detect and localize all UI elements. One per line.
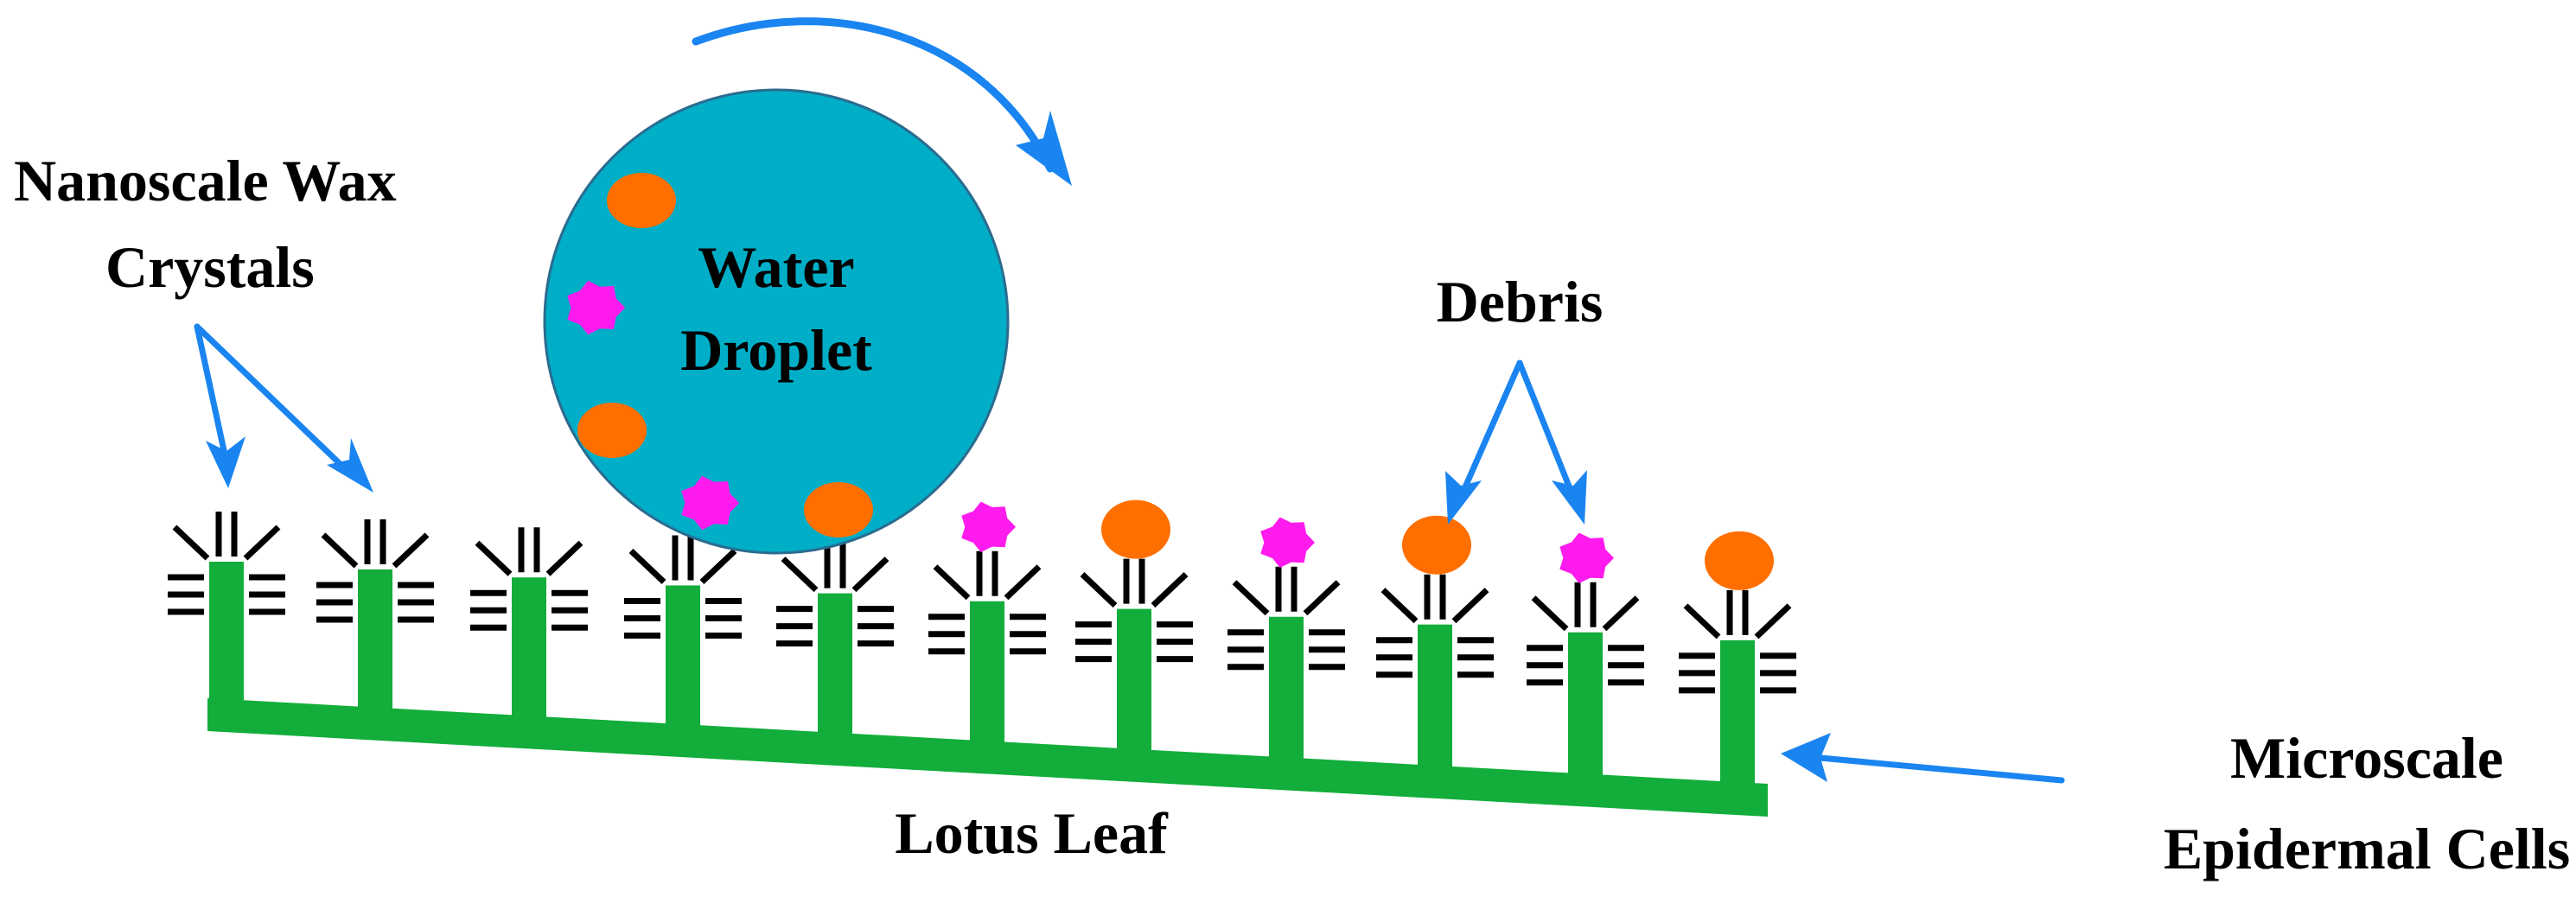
wax-label-line1: Nanoscale Wax <box>14 148 397 213</box>
droplet-label-line2: Droplet <box>680 317 872 383</box>
droplet-label-line1: Water <box>698 234 854 300</box>
rolling-arrow <box>692 17 1055 173</box>
wax-crystal <box>624 535 742 639</box>
wax-crystal <box>168 512 285 615</box>
debris-particle <box>804 482 873 538</box>
wax-crystal <box>1075 558 1193 663</box>
debris-particle <box>1101 499 1170 559</box>
debris-particle <box>1260 517 1315 568</box>
epidermal-cell-pillars <box>209 562 1755 788</box>
cells-label-line1: Microscale <box>2230 725 2503 791</box>
epidermal-cell-pillar <box>512 577 546 722</box>
epidermal-cell-pillar <box>209 562 244 705</box>
wax-crystal <box>928 550 1046 655</box>
debris-arrowhead-left <box>1445 471 1482 525</box>
wax-crystal <box>1527 582 1644 686</box>
epidermal-cell-pillar <box>1269 616 1304 763</box>
leaf-label: Lotus Leaf <box>895 800 1169 866</box>
rolling-arrow-head <box>1016 111 1072 186</box>
debris-particle <box>1402 515 1471 575</box>
epidermal-arrow-line <box>1808 754 2065 784</box>
epidermal-cell-pillar <box>1720 639 1755 788</box>
wax-crystal <box>1227 566 1345 671</box>
lotus-leaf-base <box>207 698 1768 817</box>
epidermal-cell-pillar <box>1117 608 1151 754</box>
epidermal-arrowhead <box>1781 733 1831 782</box>
debris-particle <box>1559 532 1614 583</box>
cells-label-line2: Epidermal Cells <box>2164 816 2570 881</box>
epidermal-cell-pillar <box>1418 624 1452 771</box>
wax-arrowhead-right <box>327 438 373 493</box>
debris-label: Debris <box>1437 269 1604 334</box>
wax-crystal <box>1679 589 1796 694</box>
debris-pointer-arrows <box>1457 359 1577 500</box>
epidermal-cell-pillar <box>358 569 392 713</box>
debris-group <box>567 173 1774 590</box>
wax-crystal-group <box>168 512 1796 694</box>
wax-crystal <box>470 527 588 631</box>
wax-arrowhead-left <box>206 436 245 488</box>
debris-particle <box>577 403 647 458</box>
debris-arrowhead-right <box>1552 470 1587 525</box>
debris-particle <box>961 501 1016 552</box>
debris-particle <box>681 475 740 531</box>
debris-particle <box>1705 531 1774 590</box>
epidermal-cell-pillar <box>970 601 1004 747</box>
wax-crystal <box>776 543 894 647</box>
debris-particle <box>607 173 676 228</box>
wax-pointer-arrows <box>194 323 354 477</box>
wax-crystal <box>316 518 434 623</box>
wax-label-line2: Crystals <box>105 234 315 300</box>
epidermal-cell-pillar <box>818 593 852 738</box>
epidermal-cell-pillar <box>666 585 700 730</box>
wax-crystal <box>1376 574 1494 678</box>
epidermal-cell-pillar <box>1568 632 1603 779</box>
debris-particle <box>567 280 626 335</box>
